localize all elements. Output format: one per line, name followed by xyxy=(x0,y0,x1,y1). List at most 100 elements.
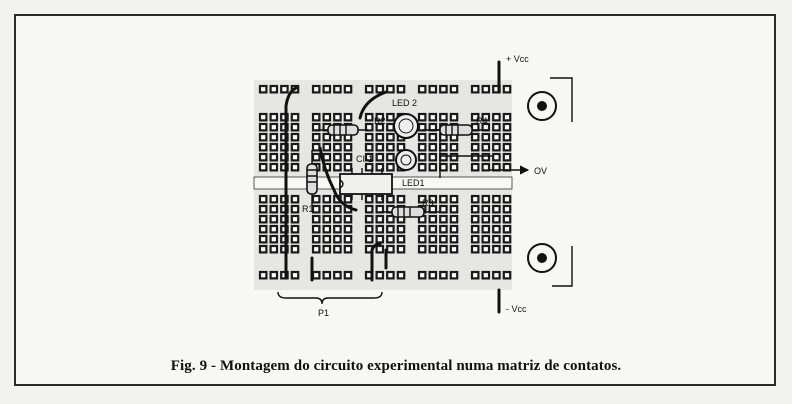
contact-hole xyxy=(439,204,448,214)
figure-caption: Fig. 9 - Montagem do circuito experiment… xyxy=(170,358,622,374)
contact-hole xyxy=(375,270,385,280)
contact-hole xyxy=(258,224,268,234)
contact-hole xyxy=(449,244,459,254)
contact-hole xyxy=(492,142,501,152)
contact-hole xyxy=(492,122,501,132)
contact-hole xyxy=(375,224,385,234)
contact-hole xyxy=(417,112,427,122)
contact-hole xyxy=(428,152,438,162)
contact-hole xyxy=(428,234,438,244)
contact-hole xyxy=(502,152,512,162)
contact-hole xyxy=(492,214,501,224)
contact-hole xyxy=(290,112,300,122)
contact-hole xyxy=(364,132,374,142)
contact-hole xyxy=(449,234,459,244)
contact-hole xyxy=(322,224,332,234)
contact-hole xyxy=(311,270,321,280)
contact-hole xyxy=(311,244,321,254)
contact-hole xyxy=(311,142,321,152)
contact-hole xyxy=(481,204,491,214)
contact-hole xyxy=(311,84,321,94)
contact-hole xyxy=(492,270,501,280)
contact-hole xyxy=(343,270,353,280)
contact-hole xyxy=(502,122,512,132)
contact-hole xyxy=(322,152,332,162)
contact-hole xyxy=(280,142,289,152)
contact-hole xyxy=(364,204,374,214)
contact-hole xyxy=(439,152,448,162)
contact-hole xyxy=(386,270,395,280)
contact-hole xyxy=(502,194,512,204)
contact-hole xyxy=(269,132,279,142)
contact-hole xyxy=(269,234,279,244)
contact-hole xyxy=(375,162,385,172)
contact-hole xyxy=(449,270,459,280)
contact-hole xyxy=(428,194,438,204)
contact-hole xyxy=(417,224,427,234)
contact-hole xyxy=(269,244,279,254)
contact-hole xyxy=(481,194,491,204)
contact-hole xyxy=(280,204,289,214)
contact-hole xyxy=(428,224,438,234)
contact-hole xyxy=(417,234,427,244)
contact-hole xyxy=(470,224,480,234)
contact-hole xyxy=(269,122,279,132)
r2-label: R2 xyxy=(374,116,386,126)
contact-hole xyxy=(311,112,321,122)
contact-hole xyxy=(428,244,438,254)
contact-hole xyxy=(280,224,289,234)
led1-label: LED1 xyxy=(402,178,425,188)
top-jumper xyxy=(358,90,388,120)
contact-hole xyxy=(502,234,512,244)
contact-hole xyxy=(428,162,438,172)
contact-hole xyxy=(290,132,300,142)
contact-hole xyxy=(375,244,385,254)
led2-label: LED 2 xyxy=(392,98,417,108)
contact-hole xyxy=(375,84,385,94)
contact-hole xyxy=(290,152,300,162)
contact-hole xyxy=(396,270,406,280)
contact-hole xyxy=(269,84,279,94)
contact-hole xyxy=(396,194,406,204)
contact-hole xyxy=(258,152,268,162)
contact-hole xyxy=(492,112,501,122)
contact-hole xyxy=(364,162,374,172)
contact-hole xyxy=(280,234,289,244)
contact-hole xyxy=(470,270,480,280)
contact-hole xyxy=(333,84,342,94)
contact-hole xyxy=(439,162,448,172)
contact-holes xyxy=(258,84,512,280)
contact-hole xyxy=(386,162,395,172)
contact-hole xyxy=(333,112,342,122)
contact-hole xyxy=(470,234,480,244)
contact-hole xyxy=(375,122,385,132)
contact-hole xyxy=(333,270,342,280)
contact-hole xyxy=(290,224,300,234)
contact-hole xyxy=(386,112,395,122)
contact-hole xyxy=(269,224,279,234)
contact-hole xyxy=(290,244,300,254)
contact-hole xyxy=(502,204,512,214)
contact-hole xyxy=(311,234,321,244)
contact-hole xyxy=(333,204,342,214)
p1-bracket xyxy=(277,291,383,305)
contact-hole xyxy=(449,224,459,234)
minus-vcc-label: - Vcc xyxy=(506,304,527,314)
diagonal-wire xyxy=(318,146,358,212)
contact-hole xyxy=(258,234,268,244)
contact-hole xyxy=(502,270,512,280)
contact-hole xyxy=(280,270,289,280)
contact-hole xyxy=(439,224,448,234)
contact-hole xyxy=(343,152,353,162)
contact-hole xyxy=(428,214,438,224)
contact-hole xyxy=(280,194,289,204)
contact-hole xyxy=(290,214,300,224)
contact-hole xyxy=(322,214,332,224)
contact-hole xyxy=(428,84,438,94)
contact-hole xyxy=(386,84,395,94)
resistor-r2 xyxy=(316,124,368,136)
contact-hole xyxy=(333,234,342,244)
contact-hole xyxy=(364,122,374,132)
contact-hole xyxy=(481,132,491,142)
